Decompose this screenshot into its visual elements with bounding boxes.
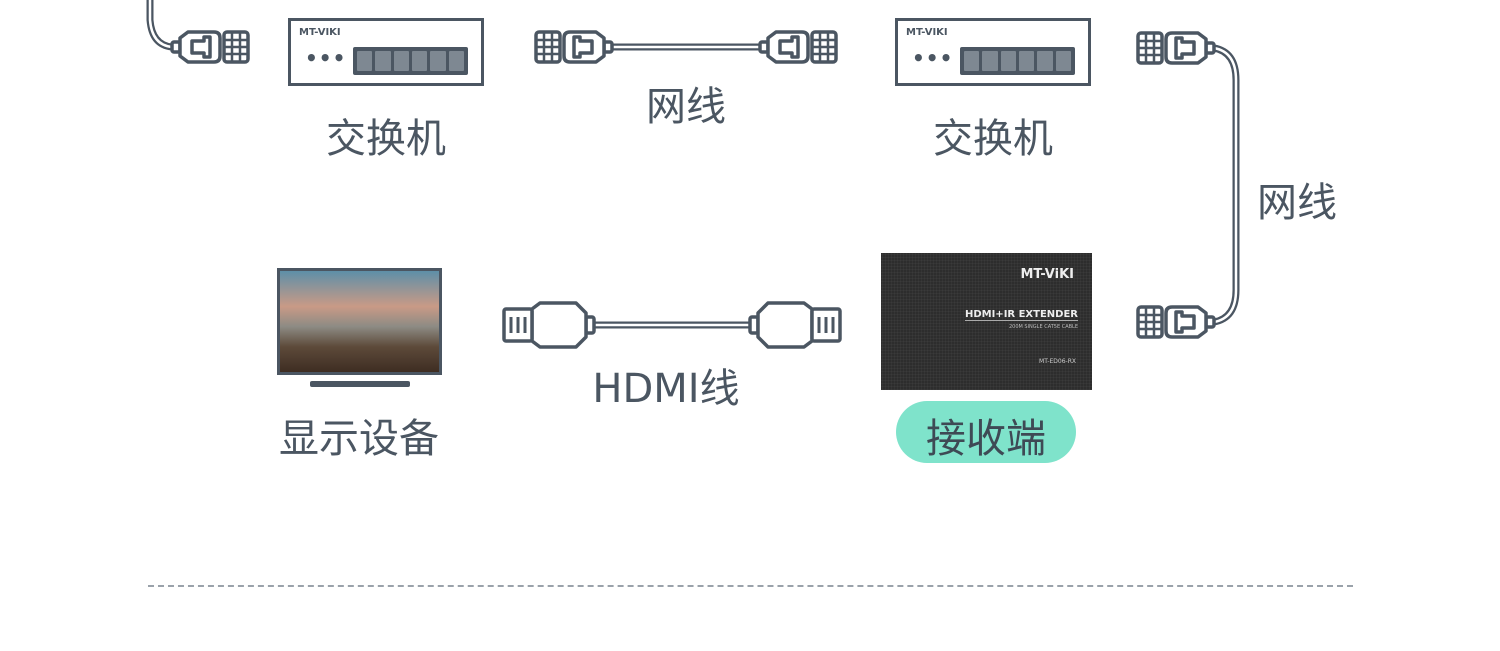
rj45-plug-icon [530,26,614,72]
hdmi-cable-label: HDMI线 [592,366,740,412]
switch-1-label: 交换机 [326,116,446,162]
hdmi-plug-icon [748,299,844,355]
receiver-title: HDMI+IR EXTENDER [964,309,1078,321]
rj45-plug-icon [170,26,254,72]
rj45-plug-icon [1132,301,1216,347]
display-monitor-icon [277,268,443,388]
receiver-device: MT-ViKI HDMI+IR EXTENDER 200M SINGLE CAT… [881,253,1092,390]
switch-brand: MT-VIKI [299,27,341,38]
network-switch-1: MT-VIKI ••• [288,18,484,86]
display-label: 显示设备 [279,416,439,462]
network-cable-left-curve [146,0,176,51]
network-cable-right-label: 网线 [1257,180,1337,226]
monitor-screen [277,268,442,375]
receiver-model: MT-ED06-RX [1039,358,1076,365]
switch-brand: MT-VIKI [906,27,948,38]
network-cable-top-label: 网线 [646,84,726,130]
hdmi-plug-icon [500,299,596,355]
receiver-subtitle: 200M SINGLE CAT5E CABLE [1008,324,1078,330]
monitor-stand [310,381,410,387]
ethernet-ports [353,47,468,75]
switch-2-label: 交换机 [933,116,1053,162]
receiver-badge [896,401,1076,463]
receiver-label: 接收端 [926,416,1046,462]
receiver-brand: MT-ViKI [1020,267,1074,282]
rj45-plug-icon [1132,27,1216,73]
rj45-plug-icon [758,26,842,72]
status-leds: ••• [912,46,954,70]
status-leds: ••• [305,46,347,70]
network-switch-2: MT-VIKI ••• [895,18,1091,86]
network-cable-right [1210,44,1240,326]
ethernet-ports [960,47,1075,75]
section-divider [148,585,1353,587]
